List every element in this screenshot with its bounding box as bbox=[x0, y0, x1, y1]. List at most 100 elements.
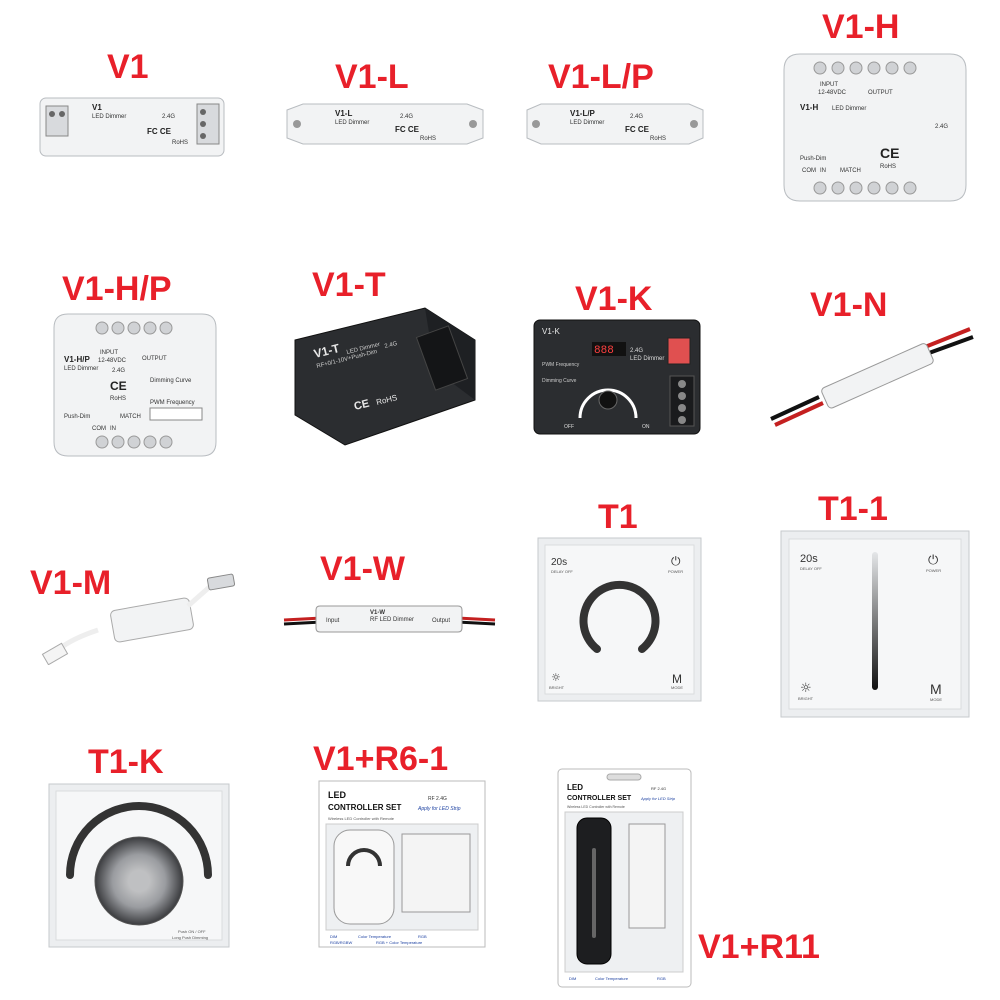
product-v1-m bbox=[41, 573, 236, 665]
v1-k-model-text: V1-K bbox=[542, 327, 560, 336]
t1-delay-text: 20s bbox=[551, 557, 567, 568]
v1-h-mark-text: CE bbox=[880, 145, 899, 161]
t1-1-bright-icon: ☼ bbox=[800, 681, 812, 696]
t1-1-mode-letter: M bbox=[930, 681, 942, 697]
t1-1-delay-sub-text: DELAY OFF bbox=[800, 566, 822, 571]
v1-rohs-text: RoHS bbox=[172, 140, 188, 146]
r11-legend1: DIM bbox=[569, 976, 576, 981]
v1-l-band-text: 2.4G bbox=[400, 114, 413, 120]
product-v1-h: INPUT 12-48VDC OUTPUT V1-H LED Dimmer 2.… bbox=[783, 53, 967, 202]
product-v1: V1 LED Dimmer FC CE RoHS 2.4G bbox=[39, 97, 225, 157]
t1-power-icon: ⏻ bbox=[671, 554, 681, 568]
t1-power-text: POWER bbox=[668, 569, 683, 574]
v1-h-p-mark-text: CE bbox=[110, 379, 127, 393]
product-v1-h-p: V1-H/P LED Dimmer INPUT 12-48VDC OUTPUT … bbox=[53, 313, 217, 457]
v1-subtitle-text: LED Dimmer bbox=[92, 114, 126, 120]
t1-1-power-text: POWER bbox=[926, 568, 941, 573]
r11-box-title2: CONTROLLER SET bbox=[567, 795, 632, 802]
r11-legend2: Color Temperature bbox=[595, 976, 629, 981]
t1-bright-text: BRIGHT bbox=[549, 685, 565, 690]
r11-box-rf: RF 2.4G bbox=[651, 786, 666, 791]
v1-k-on-text: ON bbox=[642, 424, 650, 430]
t1-mode-text: MODE bbox=[671, 685, 683, 690]
product-t1: 20s DELAY OFF ⏻ POWER ☼ BRIGHT M MODE bbox=[537, 537, 702, 702]
r6-legend3: RGB bbox=[418, 934, 427, 939]
v1-band-text: 2.4G bbox=[162, 114, 175, 120]
v1-k-off-text: OFF bbox=[564, 424, 574, 430]
r6-box-title: LED bbox=[328, 790, 347, 800]
v1-model-text: V1 bbox=[92, 103, 102, 112]
v1-h-p-rohs-text: RoHS bbox=[110, 396, 126, 402]
r11-legend3: RGB bbox=[657, 976, 666, 981]
label-v1-m: V1-M bbox=[30, 564, 112, 602]
product-v1-n bbox=[770, 327, 974, 427]
r6-legend1: DIM bbox=[330, 934, 337, 939]
t1-1-delay-text: 20s bbox=[800, 553, 818, 565]
t1-mode-letter: M bbox=[672, 672, 682, 686]
t1-delay-sub-text: DELAY OFF bbox=[551, 569, 573, 574]
v1-l-model-text: V1-L bbox=[335, 109, 352, 118]
v1-h-p-pwm-text: PWM Frequency bbox=[150, 400, 195, 406]
v1-t-band-text: 2.4G bbox=[384, 341, 398, 350]
v1-h-p-curve-text: Dimming Curve bbox=[150, 378, 192, 384]
t1-k-push-note2: Long Push Dimming bbox=[172, 935, 208, 940]
label-t1-k: T1-K bbox=[88, 743, 164, 781]
v1-h-band-text: 2.4G bbox=[935, 124, 948, 130]
label-v1-r11: V1+R11 bbox=[698, 928, 820, 966]
label-v1-l: V1-L bbox=[335, 58, 409, 96]
label-v1-h: V1-H bbox=[822, 8, 900, 46]
v1-w-input-text: Input bbox=[326, 618, 340, 624]
v1-h-input-v-text: 12-48VDC bbox=[818, 90, 847, 96]
v1-h-output-text: OUTPUT bbox=[868, 90, 893, 96]
label-v1-l-p: V1-L/P bbox=[548, 58, 654, 96]
v1-l-p-model-text: V1-L/P bbox=[570, 109, 596, 118]
product-v1-w: V1-W RF LED Dimmer Input Output bbox=[283, 605, 496, 633]
v1-h-p-output-text: OUTPUT bbox=[142, 356, 167, 362]
r6-box-title2: CONTROLLER SET bbox=[328, 803, 401, 812]
product-v1-l-p: V1-L/P LED Dimmer FC CE RoHS 2.4G bbox=[526, 103, 704, 145]
v1-l-subtitle-text: LED Dimmer bbox=[335, 120, 369, 126]
v1-h-push-text: Push-Dim bbox=[800, 156, 826, 162]
v1-w-model-text: V1-W bbox=[370, 610, 385, 616]
product-v1-k: V1-K 888 2.4G LED Dimmer PWM Frequency D… bbox=[533, 319, 701, 435]
label-t1: T1 bbox=[598, 498, 638, 536]
t1-1-bright-text: BRIGHT bbox=[798, 696, 814, 701]
v1-h-p-in-text: IN bbox=[110, 426, 116, 432]
v1-h-p-input-text: INPUT bbox=[100, 350, 118, 356]
product-v1-r6-1: LED CONTROLLER SET RF 2.4G Apply for LED… bbox=[318, 780, 486, 948]
v1-h-p-subtitle-text: LED Dimmer bbox=[64, 366, 98, 372]
v1-k-band-text: 2.4G bbox=[630, 348, 643, 354]
product-t1-1: 20s DELAY OFF ⏻ POWER ☼ BRIGHT M MODE bbox=[780, 530, 970, 718]
v1-h-p-push-text: Push-Dim bbox=[64, 414, 90, 420]
t1-1-power-icon: ⏻ bbox=[928, 553, 938, 568]
v1-l-mark-text: FC CE bbox=[395, 125, 420, 134]
v1-h-com-text: COM bbox=[802, 168, 816, 174]
label-v1-w: V1-W bbox=[320, 550, 405, 588]
v1-h-model-text: V1-H bbox=[800, 103, 818, 112]
v1-h-p-input-v-text: 12-48VDC bbox=[98, 358, 127, 364]
v1-h-p-model-text: V1-H/P bbox=[64, 355, 90, 364]
r11-box-title: LED bbox=[567, 783, 583, 792]
label-v1-t: V1-T bbox=[312, 266, 386, 304]
v1-h-input-text: INPUT bbox=[820, 82, 838, 88]
v1-k-curve-text: Dimming Curve bbox=[542, 378, 577, 384]
product-v1-r11: LED CONTROLLER SET RF 2.4G Apply for LED… bbox=[557, 768, 692, 988]
r11-box-sub: Wireless LED Controller with Remote bbox=[567, 805, 625, 809]
r6-legend4: RGB/RGBW bbox=[330, 940, 352, 945]
product-v1-l: V1-L LED Dimmer FC CE RoHS 2.4G bbox=[286, 103, 484, 145]
label-v1: V1 bbox=[107, 48, 149, 86]
v1-mark-text: FC CE bbox=[147, 127, 172, 136]
t1-1-slider[interactable] bbox=[872, 552, 878, 690]
v1-k-display-text: 888 bbox=[594, 345, 614, 357]
product-t1-k: Push ON / OFF Long Push Dimming bbox=[48, 783, 230, 948]
label-t1-1: T1-1 bbox=[818, 490, 888, 528]
v1-h-p-match-text: MATCH bbox=[120, 414, 141, 420]
v1-l-p-subtitle-text: LED Dimmer bbox=[570, 120, 604, 126]
r6-box-apply: Apply for LED Strip bbox=[417, 806, 461, 812]
v1-w-output-text: Output bbox=[432, 618, 450, 624]
v1-h-in-text: IN bbox=[820, 168, 826, 174]
label-v1-r6-1: V1+R6-1 bbox=[313, 740, 449, 778]
v1-l-p-rohs-text: RoHS bbox=[650, 136, 666, 142]
v1-h-p-band-text: 2.4G bbox=[112, 368, 125, 374]
label-v1-n: V1-N bbox=[810, 286, 888, 324]
